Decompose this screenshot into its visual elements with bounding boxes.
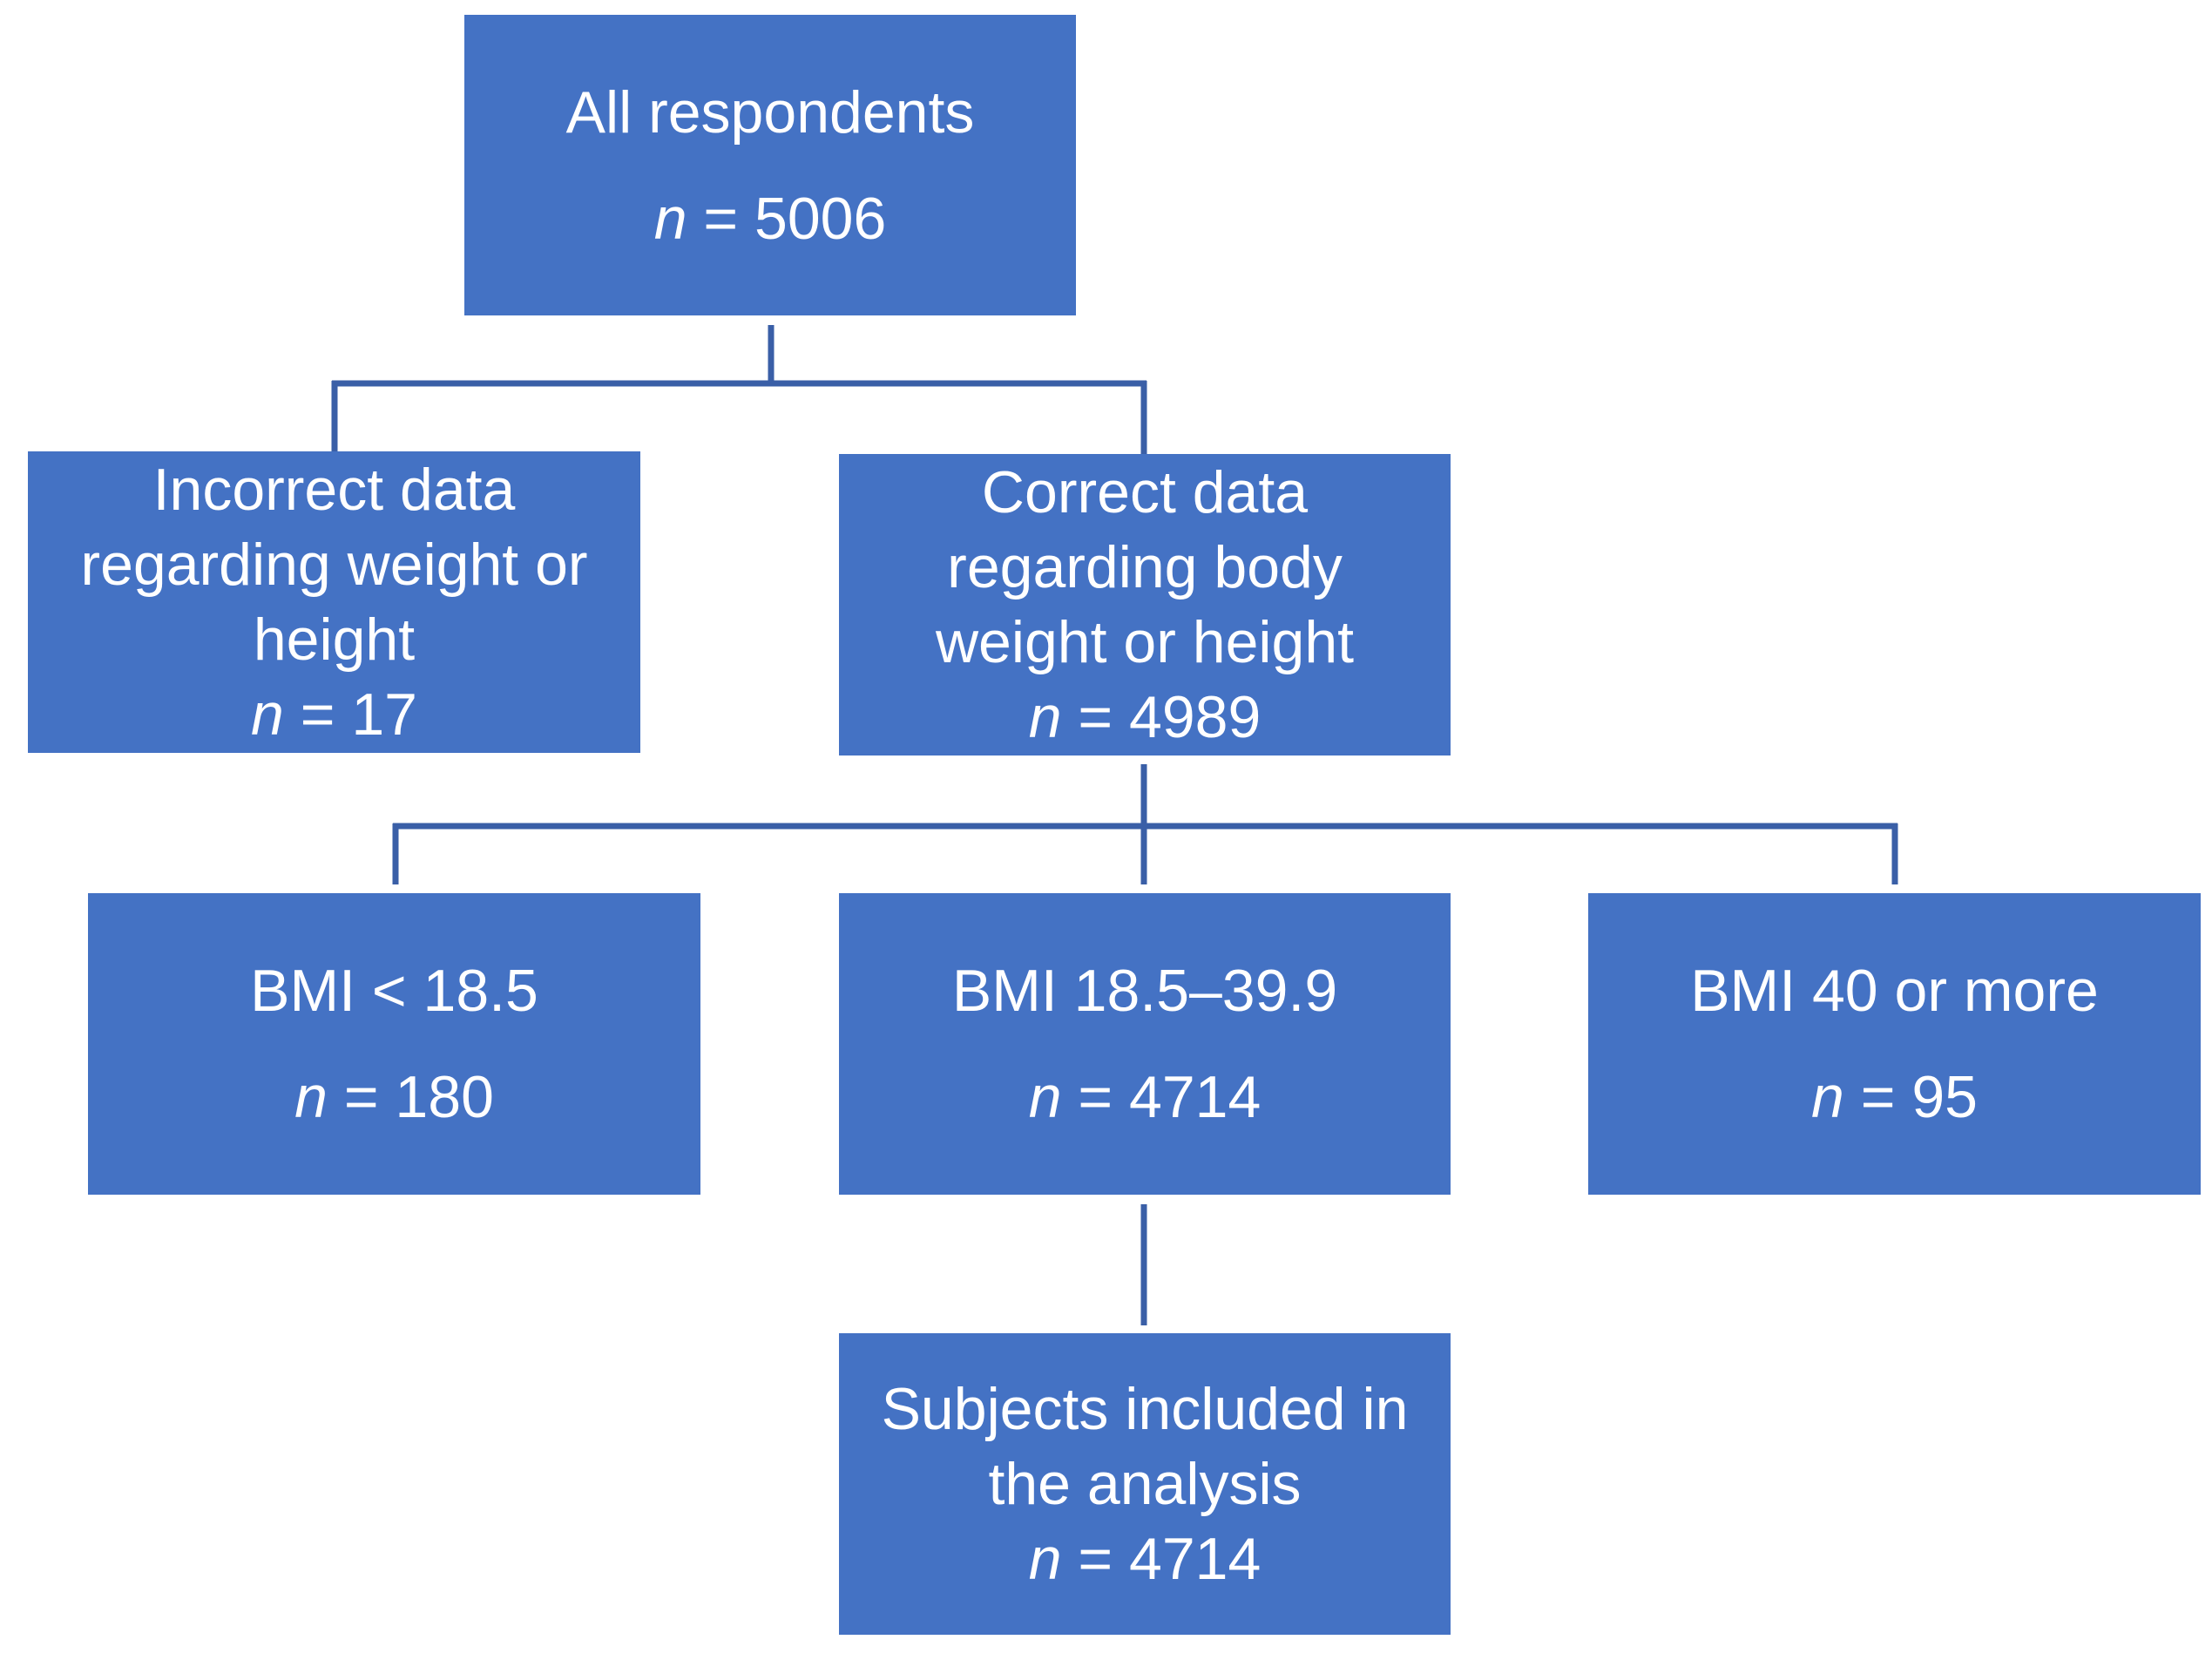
box-count: n = 180: [294, 1064, 494, 1130]
box-count: n = 4714: [1028, 1064, 1262, 1130]
box-incorrect-data: Incorrect data regarding weight or heigh…: [28, 451, 640, 753]
box-bmi-low: BMI < 18.5 n = 180: [88, 893, 700, 1195]
n-symbol: n: [251, 681, 284, 748]
n-symbol: n: [1028, 1064, 1062, 1130]
box-label: Correct data regarding body weight or he…: [935, 459, 1355, 675]
box-label: BMI 18.5–39.9: [951, 958, 1338, 1024]
box-included: Subjects included in the analysis n = 47…: [839, 1333, 1451, 1635]
n-symbol: n: [294, 1064, 328, 1130]
box-label: All respondents: [565, 78, 975, 146]
box-label: Incorrect data regarding weight or heigh…: [80, 457, 588, 673]
box-label: BMI < 18.5: [250, 958, 538, 1024]
n-symbol: n: [1811, 1064, 1844, 1130]
box-count: n = 17: [251, 681, 417, 748]
n-symbol: n: [1028, 684, 1062, 750]
box-correct-data: Correct data regarding body weight or he…: [839, 454, 1451, 755]
box-count: n = 5006: [653, 185, 887, 252]
n-symbol: n: [1028, 1526, 1062, 1592]
box-count: n = 95: [1811, 1064, 1978, 1130]
box-count: n = 4989: [1028, 684, 1262, 750]
box-bmi-high: BMI 40 or more n = 95: [1588, 893, 2201, 1195]
box-label: BMI 40 or more: [1690, 958, 2099, 1024]
box-all-respondents: All respondents n = 5006: [464, 15, 1076, 315]
box-label: Subjects included in the analysis: [881, 1376, 1409, 1517]
box-bmi-mid: BMI 18.5–39.9 n = 4714: [839, 893, 1451, 1195]
n-symbol: n: [653, 185, 687, 252]
box-count: n = 4714: [1028, 1526, 1262, 1592]
